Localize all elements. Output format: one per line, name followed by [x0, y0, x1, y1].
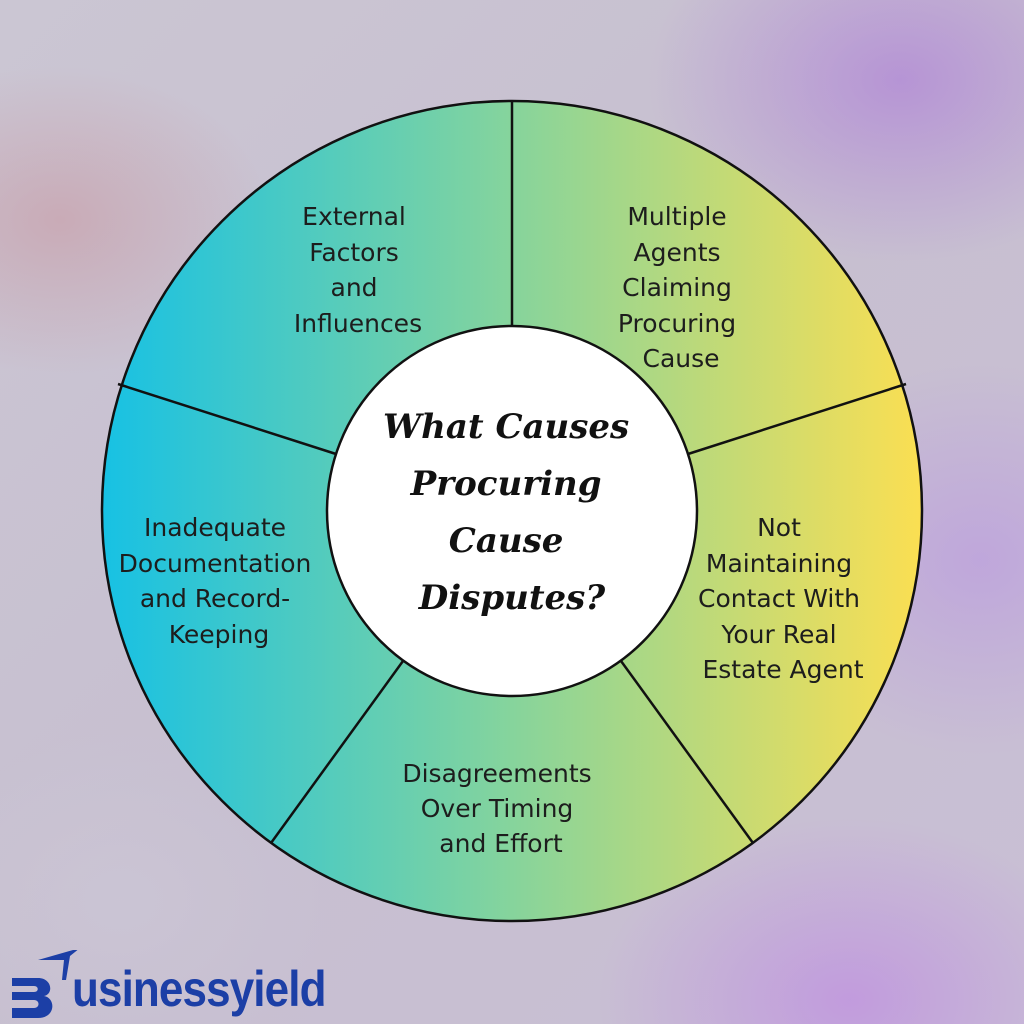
segment-dividers	[117, 101, 907, 844]
logo-text: usinessyield	[72, 961, 326, 1017]
segment-external-factors: External Factors and Influences	[294, 202, 422, 338]
logo-b-arrow-icon	[8, 950, 78, 1020]
center-title: What Causes Procuring Cause Disputes?	[383, 407, 641, 618]
divider-lower-left	[269, 660, 405, 844]
businessyield-logo: usinessyield	[8, 950, 360, 1020]
segment-inadequate-documentation: Inadequate Documentation and Record- Kee…	[119, 513, 320, 649]
segment-disagreements: Disagreements Over Timing and Effort	[402, 759, 599, 858]
divider-upper-left	[117, 382, 337, 456]
segment-not-maintaining-contact: Not Maintaining Contact With Your Real E…	[698, 513, 868, 684]
divider-lower-right	[619, 660, 755, 844]
center-circle	[325, 324, 699, 698]
segment-multiple-agents: Multiple Agents Claiming Procuring Cause	[618, 202, 744, 373]
divider-upper-right	[687, 382, 907, 456]
